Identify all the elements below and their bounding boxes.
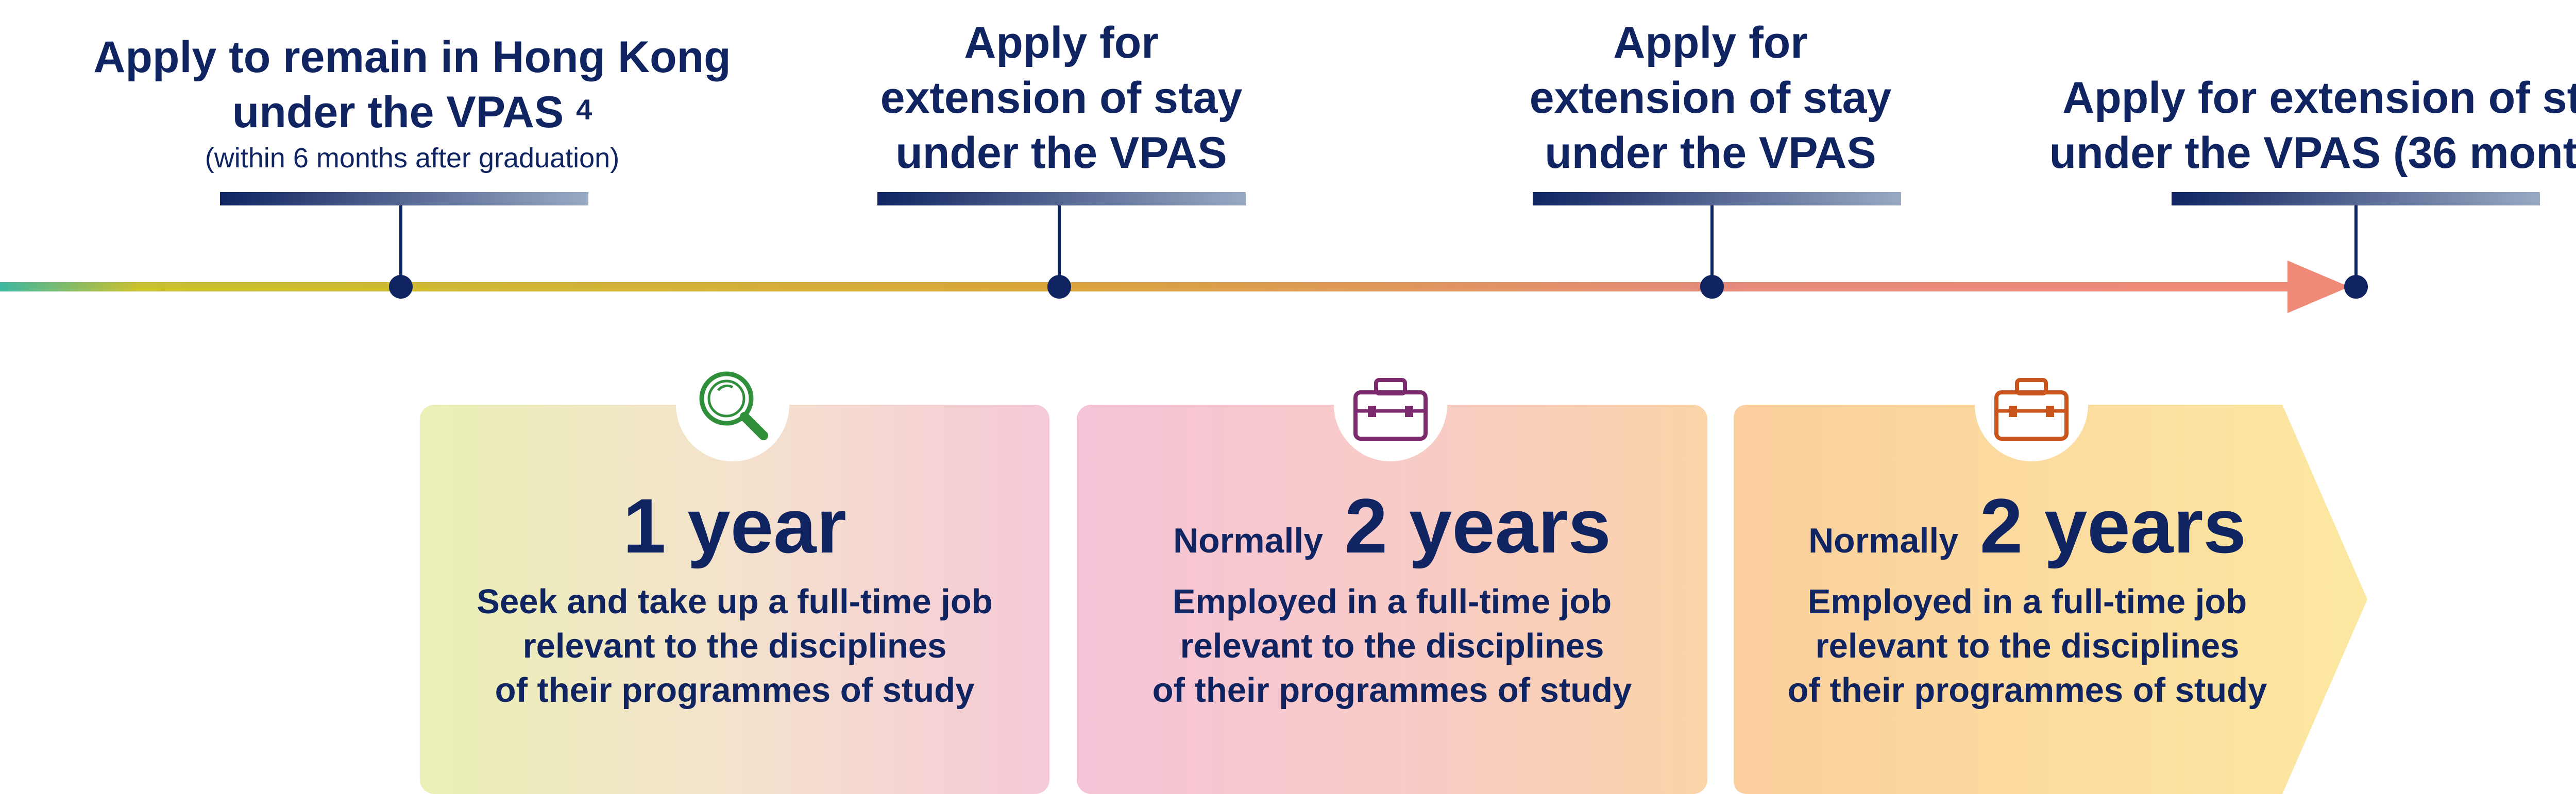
milestone-2-title-line-2: extension of stay	[880, 73, 1243, 123]
milestone-3-stem	[1710, 205, 1714, 283]
stage-2-desc-line-2: relevant to the disciplines	[1180, 627, 1604, 665]
milestone-2-title-line-1: Apply for	[964, 18, 1159, 67]
stage-2-icon-badge	[1334, 348, 1447, 461]
milestone-3-bar	[1533, 192, 1901, 205]
timeline-line	[0, 282, 2298, 291]
stage-1-duration: 1 year	[420, 482, 1049, 569]
milestone-4-title-line-1: Apply for extension of stay	[2062, 73, 2576, 123]
stage-3-desc-line-2: relevant to the disciplines	[1815, 627, 2240, 665]
stage-3-duration-prefix: Normally	[1808, 521, 1959, 560]
stage-3-duration: Normally 2 years	[1734, 482, 2321, 584]
milestone-4-stem	[2354, 205, 2358, 283]
stage-1-desc-line-1: Seek and take up a full-time job	[477, 582, 993, 621]
stage-2-desc-line-1: Employed in a full-time job	[1172, 582, 1612, 621]
milestone-2-bar	[877, 192, 1246, 205]
stage-2-duration-prefix: Normally	[1173, 521, 1324, 560]
milestone-1-title-line-2: under the VPAS	[232, 88, 564, 137]
milestone-1-title-line-2-wrap: under the VPAS 4	[0, 85, 824, 140]
milestone-1-dot	[389, 275, 413, 299]
footnote-marker: 4	[576, 93, 592, 126]
briefcase-icon	[1353, 378, 1428, 441]
magnifier-icon	[699, 371, 768, 440]
milestone-2-title-line-3: under the VPAS	[895, 128, 1227, 178]
milestone-2-dot	[1047, 275, 1071, 299]
milestone-3-title-line-2: extension of stay	[1529, 73, 1892, 123]
stage-3-icon-badge	[1975, 348, 2088, 461]
milestone-1-note: (within 6 months after graduation)	[205, 143, 620, 174]
stage-2-duration-value: 2 years	[1344, 482, 1611, 569]
milestone-4-title-line-2: under the VPAS (36 months)	[2049, 128, 2576, 178]
stage-3-desc-line-1: Employed in a full-time job	[1807, 582, 2247, 621]
stage-2-duration: Normally 2 years	[1077, 482, 1707, 584]
briefcase-icon	[1994, 378, 2069, 441]
stage-3-desc-line-3: of their programmes of study	[1787, 671, 2267, 710]
stage-3-duration-value: 2 years	[1979, 482, 2246, 569]
milestone-3-title-line-3: under the VPAS	[1545, 128, 1876, 178]
stage-3-box	[1734, 405, 2367, 794]
stage-1-desc-line-2: relevant to the disciplines	[522, 627, 947, 665]
milestone-3-dot	[1700, 275, 1724, 299]
milestone-4-dot	[2344, 275, 2368, 299]
milestone-1-stem	[399, 205, 402, 283]
milestone-1-title-line-1: Apply to remain in Hong Kong	[93, 32, 731, 82]
milestone-2-stem	[1058, 205, 1061, 283]
stage-3-description: Employed in a full-time job relevant to …	[1734, 580, 2321, 713]
stage-2-description: Employed in a full-time job relevant to …	[1077, 580, 1707, 713]
stage-1-box: 1 year Seek and take up a full-time job …	[420, 405, 1049, 794]
stage-1-desc-line-3: of their programmes of study	[495, 671, 975, 710]
stage-1-description: Seek and take up a full-time job relevan…	[420, 580, 1049, 713]
milestone-3-title: Apply for extension of stay under the VP…	[1401, 15, 2020, 181]
stage-1-icon-badge	[676, 348, 789, 461]
milestone-4-title: Apply for extension of stay under the VP…	[1999, 71, 2576, 181]
stage-2-desc-line-3: of their programmes of study	[1152, 671, 1632, 710]
milestone-1-title: Apply to remain in Hong Kong under the V…	[0, 30, 824, 176]
stage-1-duration-value: 1 year	[623, 482, 846, 569]
milestone-2-title: Apply for extension of stay under the VP…	[752, 15, 1370, 181]
stage-3-content: Normally 2 years Employed in a full-time…	[1734, 405, 2321, 794]
milestone-1-bar	[220, 192, 588, 205]
milestone-3-title-line-1: Apply for	[1613, 18, 1808, 67]
milestone-4-bar	[2172, 192, 2540, 205]
stage-2-box: Normally 2 years Employed in a full-time…	[1077, 405, 1707, 794]
timeline-arrowhead	[2287, 261, 2349, 313]
